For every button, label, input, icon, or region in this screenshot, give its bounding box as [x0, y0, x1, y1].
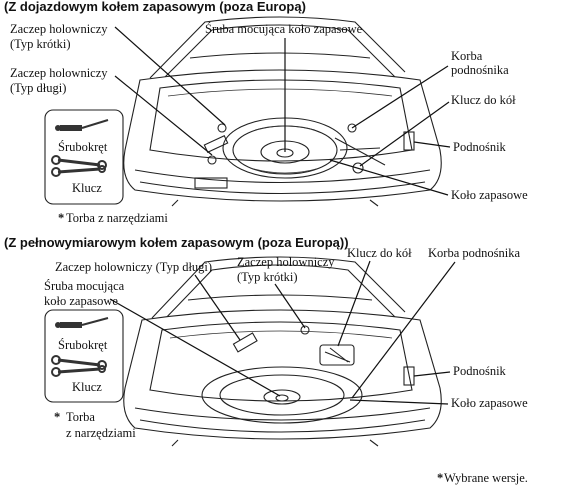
section2-header: (Z pełnowymiarowym kołem zapasowym (poza…	[4, 235, 349, 250]
label-hook-short-2: (Typ krótki)	[10, 37, 71, 51]
label-hook-long-1: Zaczep holowniczy	[10, 66, 108, 80]
label2-spare: Koło zapasowe	[451, 396, 528, 410]
wrench-icon	[51, 355, 107, 377]
label-spare: Koło zapasowe	[451, 188, 528, 202]
toolbag1-screwdriver: Śrubokręt	[58, 140, 108, 154]
car-trunk-diagram-2	[123, 256, 442, 447]
wrench-icon	[51, 155, 107, 177]
toolbag1-note: Torba z narzędziami	[66, 211, 168, 225]
toolbag-2: Śrubokręt Klucz	[44, 309, 124, 403]
label2-bolt-1: Śruba mocująca	[44, 279, 125, 293]
toolbag2-note-2: z narzędziami	[66, 426, 136, 440]
leader-lines-2	[109, 260, 456, 405]
label-hook-short-1: Zaczep holowniczy	[10, 22, 108, 36]
label2-wrench: Klucz do kół	[347, 246, 412, 260]
toolbag2-screwdriver: Śrubokręt	[58, 338, 108, 352]
toolbag1-note-mark: *	[58, 211, 64, 225]
label2-bolt-2: koło zapasowe	[44, 294, 118, 308]
label-crank-1: Korba	[451, 49, 483, 63]
footnote-mark: *	[437, 471, 443, 485]
label-hook-long-2: (Typ długi)	[10, 81, 66, 95]
toolbag-1: Śrubokręt Klucz	[44, 109, 124, 205]
toolbag2-key: Klucz	[72, 380, 102, 394]
label-bolt: Śruba mocująca koło zapasowe	[205, 22, 363, 36]
label2-hook-short-1: Zaczep holowniczy	[237, 255, 335, 269]
label-wrench: Klucz do kół	[451, 93, 516, 107]
label-jack: Podnośnik	[453, 140, 507, 154]
screwdriver-icon	[55, 317, 109, 328]
footnote-text: Wybrane wersje.	[444, 471, 528, 485]
toolbag1-key: Klucz	[72, 181, 102, 195]
label2-hook-short-2: (Typ krótki)	[237, 270, 298, 284]
toolbag2-note-1: Torba	[66, 410, 95, 424]
toolbag2-note-mark: *	[54, 410, 60, 424]
car-trunk-diagram-1	[123, 16, 442, 207]
label2-crank: Korba podnośnika	[428, 246, 520, 260]
leader-lines-1	[114, 26, 451, 196]
label2-jack: Podnośnik	[453, 364, 507, 378]
label2-hook-long: Zaczep holowniczy (Typ długi)	[55, 260, 212, 274]
screwdriver-icon	[55, 119, 109, 131]
label-crank-2: podnośnika	[451, 63, 509, 77]
section1-header: (Z dojazdowym kołem zapasowym (poza Euro…	[4, 0, 306, 14]
